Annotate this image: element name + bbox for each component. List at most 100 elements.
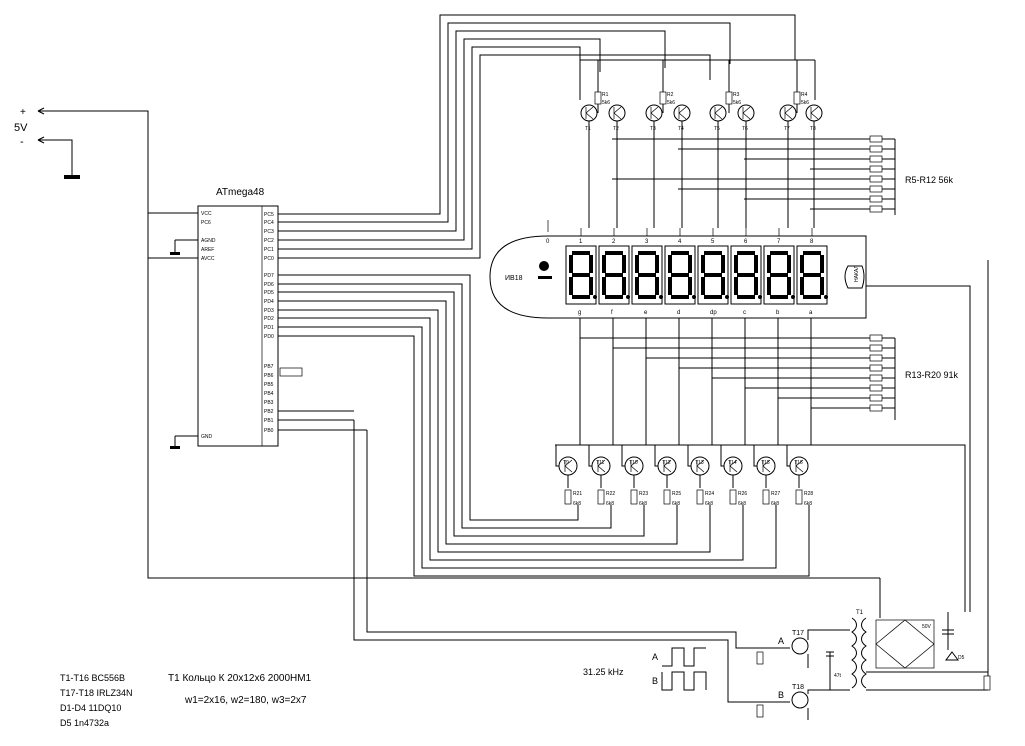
waveform-section: 31.25 kHz A B [583, 647, 707, 691]
resistor-label-r1: R1 [602, 92, 609, 98]
waveform-a-label: A [652, 652, 658, 662]
resistor-value-r21: 6k8 [573, 501, 581, 507]
resistors-lower-label: R13-R20 91k [905, 370, 959, 380]
vcc-rail [38, 110, 880, 579]
segment-6-2 [737, 295, 755, 299]
transformer-label: T1 [856, 610, 864, 616]
grid-label-6: 6 [744, 239, 748, 245]
transistor-label-t12: T12 [662, 460, 671, 466]
segment-5-2 [704, 295, 722, 299]
transistor-leads-t11 [588, 445, 602, 488]
waveform-b-label: B [652, 676, 658, 686]
segment-7-2 [770, 295, 788, 299]
transistor-t4 [673, 104, 691, 122]
transistor-leads-t16 [786, 445, 800, 488]
resistor-group-lower [580, 334, 896, 420]
mcu-pin-pc0: PC0 [264, 256, 274, 262]
segment-5-3 [701, 255, 705, 273]
resistor-r1 [594, 91, 602, 105]
segment-2-3 [602, 255, 606, 273]
resistor-label-r23: R23 [639, 491, 648, 497]
digit-2 [598, 245, 630, 305]
segment-5-5 [701, 277, 705, 295]
segment-8-0 [803, 251, 821, 255]
decimal-point-4 [692, 295, 696, 299]
grid-label-4: 4 [678, 239, 682, 245]
drive-a-wire [366, 430, 762, 649]
transistor-leads-t13 [687, 445, 701, 488]
segment-1-4 [589, 255, 593, 273]
transistor-body-t8 [810, 106, 819, 120]
digit-8 [796, 245, 828, 305]
resistors-upper-label: R5-R12 56k [905, 175, 954, 185]
transistor-label-t9: T9 [563, 460, 569, 466]
pd-wire-4 [278, 309, 711, 553]
segment-5-4 [721, 255, 725, 273]
pb-wires [278, 410, 367, 431]
transistor-t3 [645, 104, 663, 122]
mosfet-t17 [791, 637, 809, 655]
pd-wire-2 [278, 291, 645, 537]
digit-4 [664, 245, 696, 305]
display-name: ИВ18 [505, 275, 523, 282]
resistor-value-r24: 6k8 [705, 501, 713, 507]
grid-label-3: 3 [645, 239, 649, 245]
pc-wire-4 [278, 46, 581, 250]
segment-8-1 [803, 273, 821, 277]
mcu-pin-pc5: PC5 [264, 212, 274, 218]
ground-symbol [64, 175, 80, 179]
resistor-lower-6 [869, 394, 883, 402]
resistor-upper-4 [869, 175, 883, 183]
mcu-pin-vcc: VCC [201, 211, 212, 217]
transistor-label-t5: T5 [714, 126, 720, 132]
transistor-label-t2: T2 [613, 126, 619, 132]
grid-label-5: 5 [711, 239, 715, 245]
resistor-r28 [795, 489, 803, 505]
resistor-lower-5 [869, 384, 883, 392]
power-minus-label: - [20, 136, 24, 148]
resistor-value-r26: 6k8 [738, 501, 746, 507]
segment-label-d: d [677, 310, 680, 316]
heater-label: НАКАЛ [854, 265, 860, 282]
resistor-r26 [729, 489, 737, 505]
wires-bottom-bundle [278, 274, 810, 577]
digit-6 [730, 245, 762, 305]
resistor-r3 [725, 91, 733, 105]
resistor-lower-1 [869, 344, 883, 352]
digit-1 [565, 245, 597, 305]
segment-2-6 [622, 277, 626, 295]
transistor-body-t3 [650, 106, 659, 120]
segment-8-2 [803, 295, 821, 299]
segment-3-2 [638, 295, 656, 299]
segment-3-4 [655, 255, 659, 273]
transistor-body-t9 [564, 459, 573, 473]
drain-wires [807, 629, 850, 694]
segment-label-g: g [578, 310, 581, 316]
display-minus-bar [538, 276, 552, 279]
transistor-body-t13 [696, 459, 705, 473]
transistor-label-t11: T11 [596, 460, 604, 466]
mcu-pin-pd7: PD7 [264, 273, 274, 279]
segment-8-3 [800, 255, 804, 273]
pc-wire-2 [278, 30, 666, 232]
grid-label-0: 0 [546, 239, 550, 245]
pd-wire-3 [278, 300, 678, 545]
resistor-value-r22: 6k8 [606, 501, 614, 507]
segment-label-f: f [611, 310, 613, 316]
zener-diode [945, 651, 959, 661]
mcu-pin-aref: AREF [201, 247, 214, 253]
grid-label-7: 7 [777, 239, 781, 245]
mcu-pin-pd4: PD4 [264, 299, 274, 305]
waveform-a [662, 647, 706, 667]
mcu-pin-pd2: PD2 [264, 316, 274, 322]
segment-7-3 [767, 255, 771, 273]
bottom-bus [555, 444, 966, 612]
grid-label-8: 8 [810, 239, 814, 245]
pc-wire-0 [278, 14, 796, 215]
transistor-body-t1 [585, 106, 594, 120]
resistor-lower-0 [869, 334, 883, 342]
decimal-point-6 [758, 295, 762, 299]
mcu-pin-agnd: AGND [201, 238, 216, 244]
pd-wire-7 [278, 335, 810, 577]
